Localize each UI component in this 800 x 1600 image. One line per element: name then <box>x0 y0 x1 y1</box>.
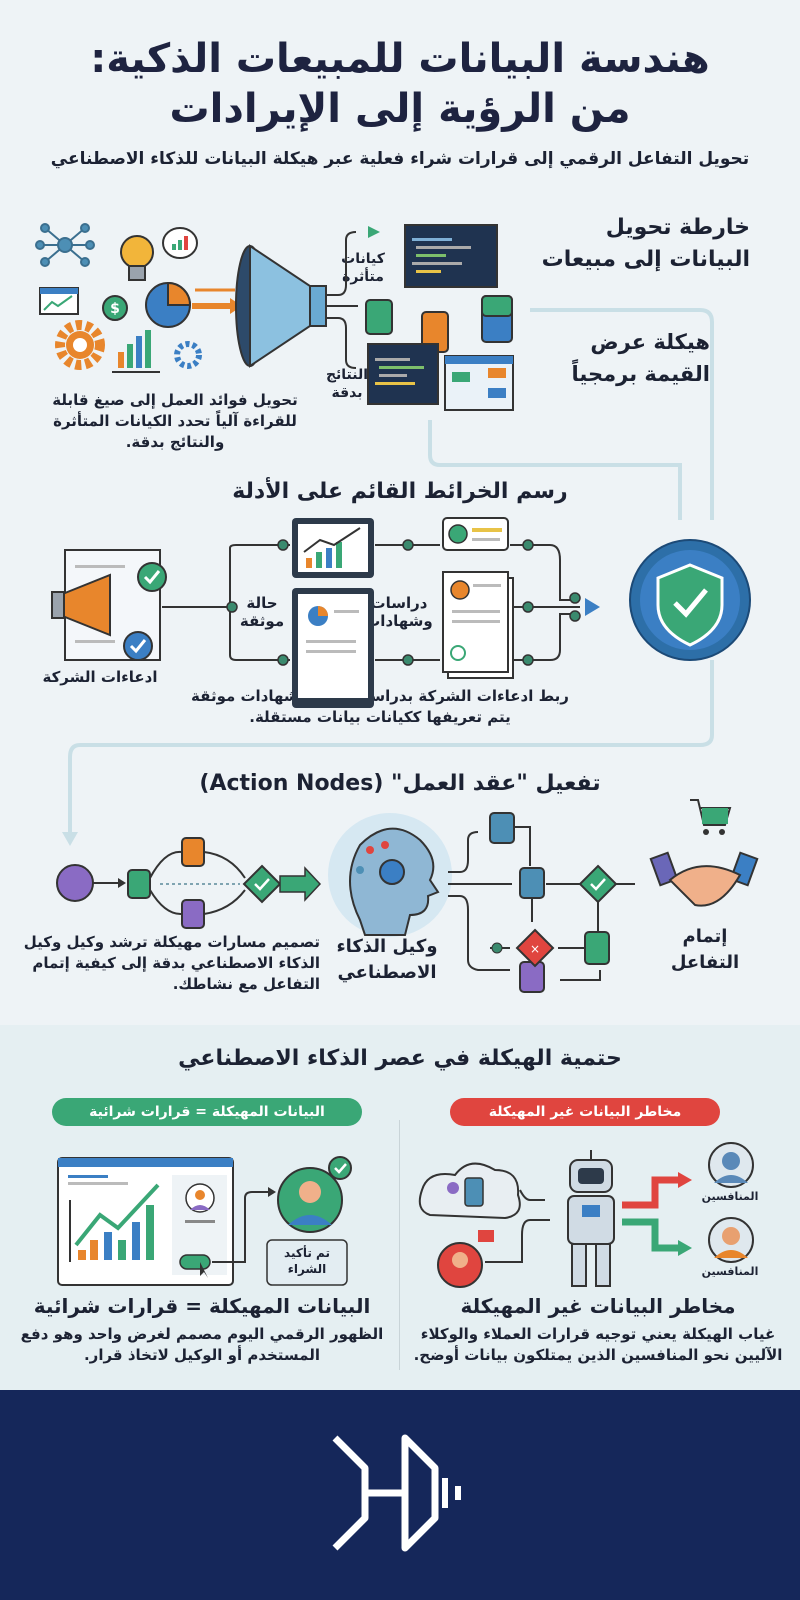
label-complete: إتمام التفاعل <box>670 926 740 973</box>
frustrated-user-icon <box>437 1230 494 1288</box>
connector-nodes <box>226 539 581 666</box>
competitor-avatar-icon <box>708 1217 754 1263</box>
structured-column: البيانات المهيكلة = قرارات شرائية الظهور… <box>12 1292 392 1366</box>
purchase-confirmed-label: تم تأكيد الشراء <box>284 1246 330 1276</box>
ai-head-icon <box>328 813 452 937</box>
svg-text:×: × <box>530 942 540 956</box>
structured-description: الظهور الرقمي اليوم مصمم لغرض واحد وهو د… <box>20 1325 384 1364</box>
section2-description: ربط ادعاءات الشركة بدراسات حالة وشهادات … <box>191 687 569 726</box>
handshake-icon <box>649 851 759 907</box>
green-arrow-icon <box>678 1240 692 1256</box>
robot-icon <box>567 1150 615 1287</box>
page-header: هندسة البيانات للمبيعات الذكية: من الرؤي… <box>0 34 800 170</box>
testimonial-bubble-icon <box>442 517 509 551</box>
case-study-tablet-icon <box>292 588 374 708</box>
error-diamond-icon: × <box>515 928 555 968</box>
certificate-document-icon <box>442 571 514 679</box>
svg-text:$: $ <box>110 301 120 317</box>
label-studies: دراسات وشهادات <box>365 594 433 630</box>
code-window-icon <box>367 343 439 405</box>
structured-pill: البيانات المهيكلة = قرارات شرائية <box>52 1098 362 1126</box>
brand-logo <box>332 1434 461 1552</box>
label-results: النتائج بدقة <box>325 367 369 401</box>
check-diamond-icon <box>578 864 618 904</box>
gear-icon <box>55 320 105 370</box>
flow-connector <box>530 308 714 520</box>
shield-check-icon <box>629 539 751 661</box>
data-cloud-icon <box>418 1162 521 1220</box>
network-icon <box>35 223 95 267</box>
arrow-icon <box>368 226 380 238</box>
unstructured-pill: مخاطر البيانات غير المهيكلة <box>450 1098 720 1126</box>
label-claims: ادعاءات الشركة <box>42 668 158 686</box>
chart-tablet-icon <box>292 518 374 578</box>
megaphone-icon <box>51 573 111 637</box>
code-window-icon <box>404 224 498 288</box>
database-icon <box>365 295 513 353</box>
section1-subheading: هيكلة عرض القيمة برمجياً <box>571 330 710 386</box>
arrow-icon <box>585 598 600 616</box>
section3-description: تصميم مسارات مهيكلة ترشد وكيل وكيل الذكا… <box>23 933 320 993</box>
unstructured-title: مخاطر البيانات غير المهيكلة <box>460 1294 736 1318</box>
section2-heading: رسم الخرائط القائم على الأدلة <box>232 479 568 504</box>
label-case: حالة موثقة <box>239 594 285 630</box>
browser-chart-icon <box>39 287 79 315</box>
funnel-icon <box>235 244 327 368</box>
red-arrow-icon <box>678 1172 692 1188</box>
unstructured-description: غياب الهيكلة يعني توجيه قرارات العملاء و… <box>413 1325 783 1364</box>
check-diamond-icon <box>242 864 282 904</box>
bar-chart-icon <box>112 330 160 373</box>
competitor-label: المنافسين <box>701 1265 759 1278</box>
chart-bubble-icon <box>162 227 198 259</box>
label-agent: وكيل الذكاء الاصطناعي <box>336 936 438 983</box>
flow-connector <box>68 660 714 840</box>
small-gear-icon <box>174 341 202 369</box>
buy-button <box>179 1254 211 1278</box>
dollar-icon: $ <box>102 295 128 321</box>
check-badge-icon <box>137 562 167 592</box>
divider <box>399 1120 400 1370</box>
unstructured-column: مخاطر البيانات غير المهيكلة غياب الهيكلة… <box>408 1292 788 1366</box>
pie-chart-icon <box>145 281 192 328</box>
footer <box>0 1390 800 1600</box>
funnel-outputs <box>326 231 358 369</box>
page-subtitle: تحويل التفاعل الرقمي إلى قرارات شراء فعل… <box>50 149 750 169</box>
section1-heading: خارطة تحويل البيانات إلى مبيعات <box>541 215 750 272</box>
lightbulb-icon <box>120 235 154 281</box>
competitor-avatar-icon <box>708 1142 754 1188</box>
purchase-confirmed-box <box>266 1239 348 1286</box>
structured-title: البيانات المهيكلة = قرارات شرائية <box>33 1294 371 1318</box>
diagram-window-icon <box>444 355 514 411</box>
flow-connector <box>428 420 682 520</box>
label-entities: كيانات متأثرة <box>341 251 385 285</box>
section3-heading: تفعيل "عقد العمل" (Action Nodes) <box>199 771 601 796</box>
arrow-icon <box>279 866 322 902</box>
section4-heading: حتمية الهيكلة في عصر الذكاء الاصطناعي <box>178 1046 622 1071</box>
competitor-label: المنافسين <box>701 1190 759 1203</box>
database-icon <box>489 812 610 993</box>
section1-description: تحويل فوائد العمل إلى صيغ قابلة للقراءة … <box>52 391 298 451</box>
check-badge-icon <box>123 631 153 661</box>
cart-icon <box>690 799 732 835</box>
user-avatar-icon <box>277 1156 352 1233</box>
page-title: هندسة البيانات للمبيعات الذكية: من الرؤي… <box>90 36 710 132</box>
